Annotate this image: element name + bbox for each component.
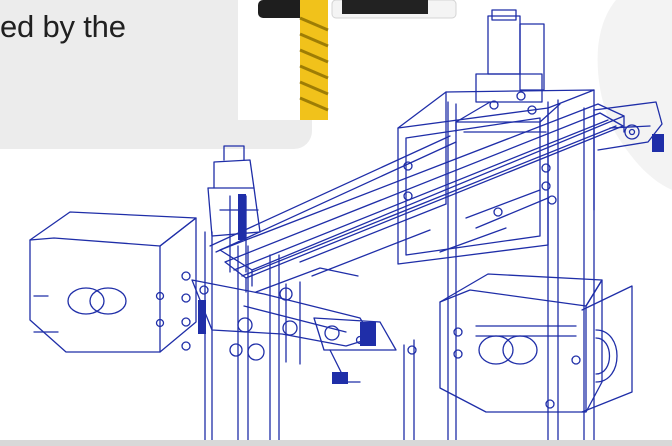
caption-text: ed by the <box>0 9 126 44</box>
industrial-photo-icon <box>238 0 462 120</box>
page-bottom-bar <box>0 440 672 446</box>
product-photo <box>238 0 462 120</box>
